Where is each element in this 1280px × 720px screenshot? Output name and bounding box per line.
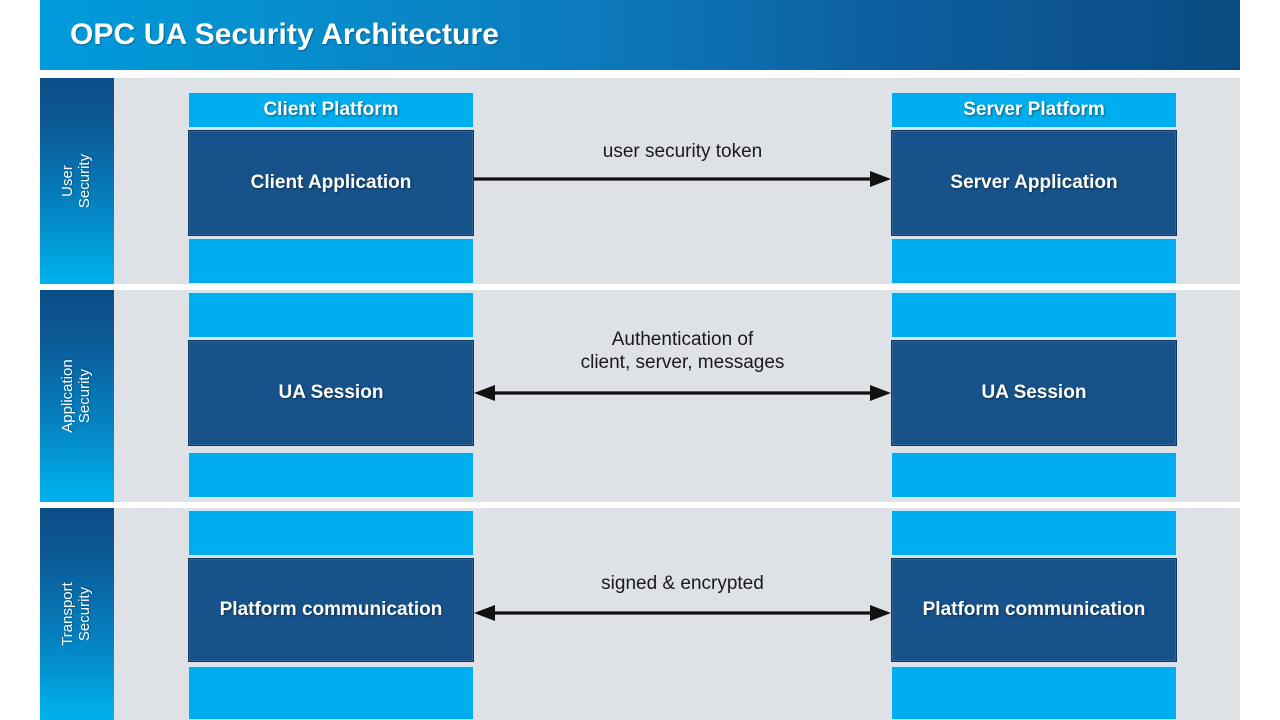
client-application-label: Client Application: [250, 171, 412, 193]
page-title: OPC UA Security Architecture: [70, 18, 500, 51]
client-platform-communication-box: Platform communication: [188, 558, 474, 662]
connection-1-label: user security token: [602, 141, 763, 162]
server-platform-label: Server Platform: [963, 98, 1105, 120]
tier-band-transport-security: Transport Security: [40, 508, 114, 720]
tier-label-line2: Security: [76, 153, 93, 209]
server-stack-filler-5: [891, 666, 1177, 720]
client-stack-filler-5: [188, 666, 474, 720]
connection-3-label: signed & encrypted: [601, 573, 764, 594]
arrow-bidirectional-icon: [474, 604, 891, 622]
client-application-box: Client Application: [188, 130, 474, 236]
client-stack-filler-2: [188, 292, 474, 338]
client-ua-session-label: UA Session: [278, 381, 384, 403]
tier-band-user-security: User Security: [40, 78, 114, 284]
tier-label-line1: User: [59, 165, 77, 197]
server-ua-session-label: UA Session: [981, 381, 1087, 403]
client-ua-session-box: UA Session: [188, 340, 474, 446]
tier-label-line2: Security: [76, 586, 93, 642]
tier-label-line1: Transport: [59, 582, 77, 646]
tier-label-application-security: Application Security: [59, 359, 94, 433]
arrow-right-icon: [474, 170, 891, 188]
tier-label-line2: Security: [76, 368, 93, 424]
server-stack-filler-4: [891, 510, 1177, 556]
client-stack-filler-1: [188, 238, 474, 284]
tier-band-application-security: Application Security: [40, 290, 114, 502]
tier-label-user-security: User Security: [59, 153, 94, 209]
server-platform-header: Server Platform: [891, 92, 1177, 128]
client-platform-header: Client Platform: [188, 92, 474, 128]
server-platform-communication-box: Platform communication: [891, 558, 1177, 662]
client-stack-filler-3: [188, 452, 474, 498]
tier-label-line1: Application: [59, 359, 77, 433]
server-application-label: Server Application: [950, 171, 1118, 193]
client-platform-label: Client Platform: [263, 98, 399, 120]
server-stack-filler-3: [891, 452, 1177, 498]
connection-2-label: Authentication of client, server, messag…: [580, 329, 785, 374]
client-platform-communication-label: Platform communication: [219, 598, 443, 620]
server-platform-communication-label: Platform communication: [922, 598, 1146, 620]
client-stack-filler-4: [188, 510, 474, 556]
title-bar: OPC UA Security Architecture: [40, 0, 1240, 70]
server-stack-filler-2: [891, 292, 1177, 338]
server-ua-session-box: UA Session: [891, 340, 1177, 446]
server-stack-filler-1: [891, 238, 1177, 284]
server-application-box: Server Application: [891, 130, 1177, 236]
tier-label-transport-security: Transport Security: [59, 582, 94, 646]
arrow-bidirectional-icon: [474, 384, 891, 402]
